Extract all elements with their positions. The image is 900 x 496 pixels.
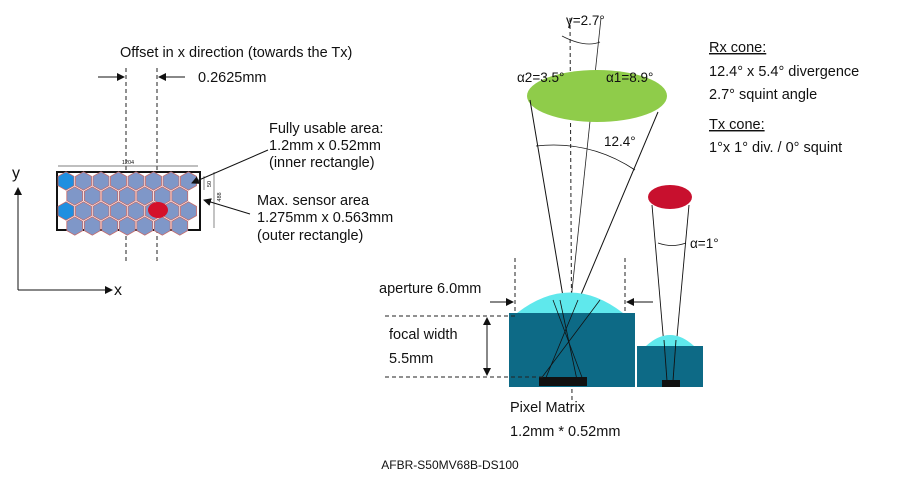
pixel-cell bbox=[101, 216, 119, 236]
offset-value: 0.2625mm bbox=[198, 70, 267, 86]
cone-angle-label: 12.4° bbox=[604, 134, 636, 149]
tx-emitter bbox=[662, 380, 680, 387]
small-dimension: 50 bbox=[207, 181, 213, 187]
pixel-matrix bbox=[539, 377, 587, 386]
offset-title: Offset in x direction (towards the Tx) bbox=[120, 45, 352, 61]
focal-label-line1: focal width bbox=[389, 327, 458, 343]
pixel-cell bbox=[127, 201, 145, 221]
pixel-cell bbox=[57, 171, 75, 191]
tx-cone-right-inner bbox=[672, 339, 677, 382]
pixel-cell bbox=[66, 216, 84, 236]
pixel-cell bbox=[180, 201, 197, 221]
pixel-cell bbox=[136, 216, 154, 236]
squint-axis bbox=[570, 17, 602, 301]
pixel-cell bbox=[66, 186, 84, 206]
tx-cone-left-inner bbox=[663, 339, 668, 382]
pixel-cell bbox=[110, 171, 127, 191]
alpha1-label: α1=8.9° bbox=[606, 70, 653, 85]
pixel-cell bbox=[136, 186, 154, 206]
pixel-cell bbox=[153, 216, 171, 236]
sensor-area: 1204 488 50 bbox=[56, 160, 223, 236]
rx-cone-right-inner bbox=[544, 299, 579, 381]
tx-cone-title: Tx cone: bbox=[709, 117, 765, 133]
max-area-line2: 1.275mm x 0.563mm bbox=[257, 210, 393, 226]
focal-label-line2: 5.5mm bbox=[389, 351, 433, 367]
pixel-cell bbox=[127, 171, 145, 191]
pixel-cell bbox=[118, 216, 136, 236]
max-area-pointer bbox=[203, 198, 251, 215]
tx-lens bbox=[646, 335, 694, 346]
pixel-matrix-line1: Pixel Matrix bbox=[510, 400, 586, 416]
cone-angle-arc bbox=[535, 144, 636, 171]
pixel-cell bbox=[171, 216, 189, 236]
usable-area-line3: (inner rectangle) bbox=[269, 155, 375, 171]
pixel-cell bbox=[171, 186, 189, 206]
pixel-matrix-line2: 1.2mm * 0.52mm bbox=[510, 424, 620, 440]
pixel-cell bbox=[180, 171, 197, 191]
pixel-cell bbox=[110, 201, 127, 221]
width-dimension: 1204 bbox=[122, 160, 134, 166]
pixel-cell bbox=[101, 186, 119, 206]
height-dimension: 488 bbox=[217, 192, 223, 201]
rx-cone-title: Rx cone: bbox=[709, 40, 766, 56]
pixel-grid bbox=[57, 171, 197, 236]
tx-alpha-label: α=1° bbox=[690, 236, 719, 251]
pixel-cell bbox=[57, 201, 75, 221]
x-axis-label: x bbox=[114, 282, 122, 299]
rx-cone-line2: 2.7° squint angle bbox=[709, 87, 817, 103]
pixel-cell bbox=[75, 171, 92, 191]
tx-angle-arc bbox=[657, 242, 687, 246]
pixel-cell bbox=[92, 201, 110, 221]
usable-area-pointer bbox=[191, 149, 269, 184]
rx-cone-left-inner bbox=[559, 299, 578, 381]
max-area-line1: Max. sensor area bbox=[257, 193, 370, 209]
gamma-label: γ=2.7° bbox=[566, 13, 605, 28]
footer-label: AFBR-S50MV68B-DS100 bbox=[381, 458, 519, 472]
rx-ray-1-inner bbox=[539, 299, 601, 381]
pixel-cell bbox=[83, 186, 101, 206]
pixel-cell bbox=[162, 171, 180, 191]
gamma-arc bbox=[561, 35, 601, 45]
rx-lens bbox=[517, 292, 623, 313]
y-axis-label: y bbox=[12, 165, 20, 182]
tx-cone-line1: 1°x 1° div. / 0° squint bbox=[709, 140, 842, 156]
pixel-cell bbox=[83, 216, 101, 236]
pixel-cell bbox=[75, 201, 92, 221]
max-area-line3: (outer rectangle) bbox=[257, 228, 363, 244]
usable-area-line1: Fully usable area: bbox=[269, 121, 383, 137]
alpha2-label: α2=3.5° bbox=[517, 70, 564, 85]
pixel-cell bbox=[145, 171, 162, 191]
rx-cone-line1: 12.4° x 5.4° divergence bbox=[709, 64, 859, 80]
rx-spot bbox=[527, 70, 667, 122]
usable-area-line2: 1.2mm x 0.52mm bbox=[269, 138, 381, 154]
tx-spot bbox=[648, 185, 692, 209]
aperture-label: aperture 6.0mm bbox=[379, 281, 481, 297]
pixel-cell bbox=[118, 186, 136, 206]
rx-ray-2-inner bbox=[552, 299, 584, 381]
pixel-cell bbox=[92, 171, 110, 191]
hot-spot bbox=[148, 202, 168, 218]
